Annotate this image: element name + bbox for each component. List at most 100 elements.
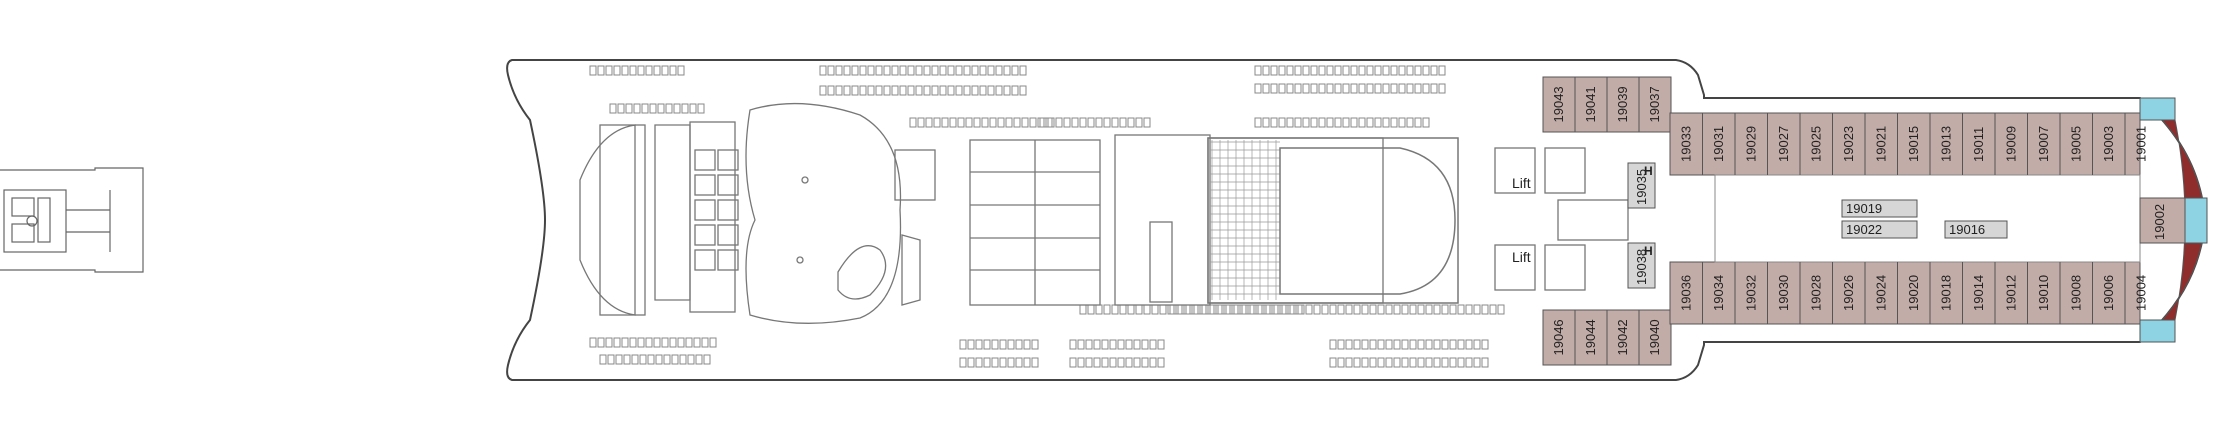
lounger [1409,304,1417,315]
lounger [1077,339,1085,350]
lounger [1262,65,1270,76]
lounger [1117,339,1125,350]
lounger [681,103,689,114]
lounger [1310,83,1318,94]
cabin-19022-label: 19022 [1846,222,1882,237]
lounger [647,354,655,365]
lounger [609,103,617,114]
lounger [991,339,999,350]
cabin-19019[interactable] [1841,199,1918,218]
lounger [1377,357,1385,368]
lounger [983,357,991,368]
lounger [1095,117,1103,128]
lounger [655,354,663,365]
lounger [1286,117,1294,128]
lounger [995,85,1003,96]
lounger [1393,339,1401,350]
theatre-stage [1207,137,1459,304]
lounger [665,103,673,114]
cabin-label-19046: 19046 [1551,319,1566,355]
lounger [1334,83,1342,94]
cabin-label-19014: 19014 [1971,275,1986,311]
lounger [1101,357,1109,368]
lounger [693,337,701,348]
lounger [1257,304,1265,315]
lounger [605,337,613,348]
cabin-19016[interactable] [1944,220,2008,239]
lounger [673,103,681,114]
ship-overview-icon [0,167,144,273]
lounger [1438,83,1446,94]
lounger [979,65,987,76]
lounger [645,65,653,76]
lounger [827,65,835,76]
lounger [1125,339,1133,350]
lounger [1441,357,1449,368]
lounger [1385,339,1393,350]
lounger [1438,65,1446,76]
lounger [1449,304,1457,315]
lounger [1350,83,1358,94]
lounger [1069,357,1077,368]
lounger [1125,357,1133,368]
lounger [589,65,597,76]
lounger [1401,304,1409,315]
lounger [1358,117,1366,128]
lounger [1393,304,1401,315]
lounger [1326,117,1334,128]
lounger [1422,83,1430,94]
lounger [1039,117,1047,128]
lounger [999,357,1007,368]
cabin-19022[interactable] [1841,220,1918,239]
lounger [1085,357,1093,368]
lounger [1369,304,1377,315]
lounger [1481,304,1489,315]
lounger [1353,357,1361,368]
cabin-19035[interactable] [1627,162,1656,209]
lounger [1422,117,1430,128]
cabin-19002[interactable] [2139,197,2186,244]
lounger [1003,85,1011,96]
lounger [1326,65,1334,76]
lounger [1465,339,1473,350]
lounger [703,354,711,365]
lounger [639,354,647,365]
lounger [1093,339,1101,350]
lounger [1119,117,1127,128]
lounger [965,117,973,128]
cabin-label-19006: 19006 [2101,275,2116,311]
balcony-forward [2184,197,2208,244]
lounger [1318,83,1326,94]
lounger [1326,83,1334,94]
lounger [1465,304,1473,315]
lounger [907,85,915,96]
lounger [859,85,867,96]
lounger [1401,339,1409,350]
lounger [1329,339,1337,350]
lounger [1393,357,1401,368]
lounger [939,65,947,76]
lounger [613,65,621,76]
lounger [661,337,669,348]
lounger [1013,117,1021,128]
lounger [709,337,717,348]
lounger [1143,117,1151,128]
lounger [1141,339,1149,350]
cabin-19038[interactable] [1627,242,1656,289]
lounger [637,337,645,348]
lounger [621,337,629,348]
lounger [1262,83,1270,94]
lift-core [1494,147,1629,291]
lounger [1011,65,1019,76]
lounger [819,65,827,76]
lounger [1422,65,1430,76]
lounger [625,103,633,114]
lounger [677,337,685,348]
lounger [653,65,661,76]
lounger [1117,357,1125,368]
lounger [1103,304,1111,315]
lounger [1249,304,1257,315]
lounger [701,337,709,348]
cabin-label-19033: 19033 [1678,126,1693,162]
lounger [1342,83,1350,94]
